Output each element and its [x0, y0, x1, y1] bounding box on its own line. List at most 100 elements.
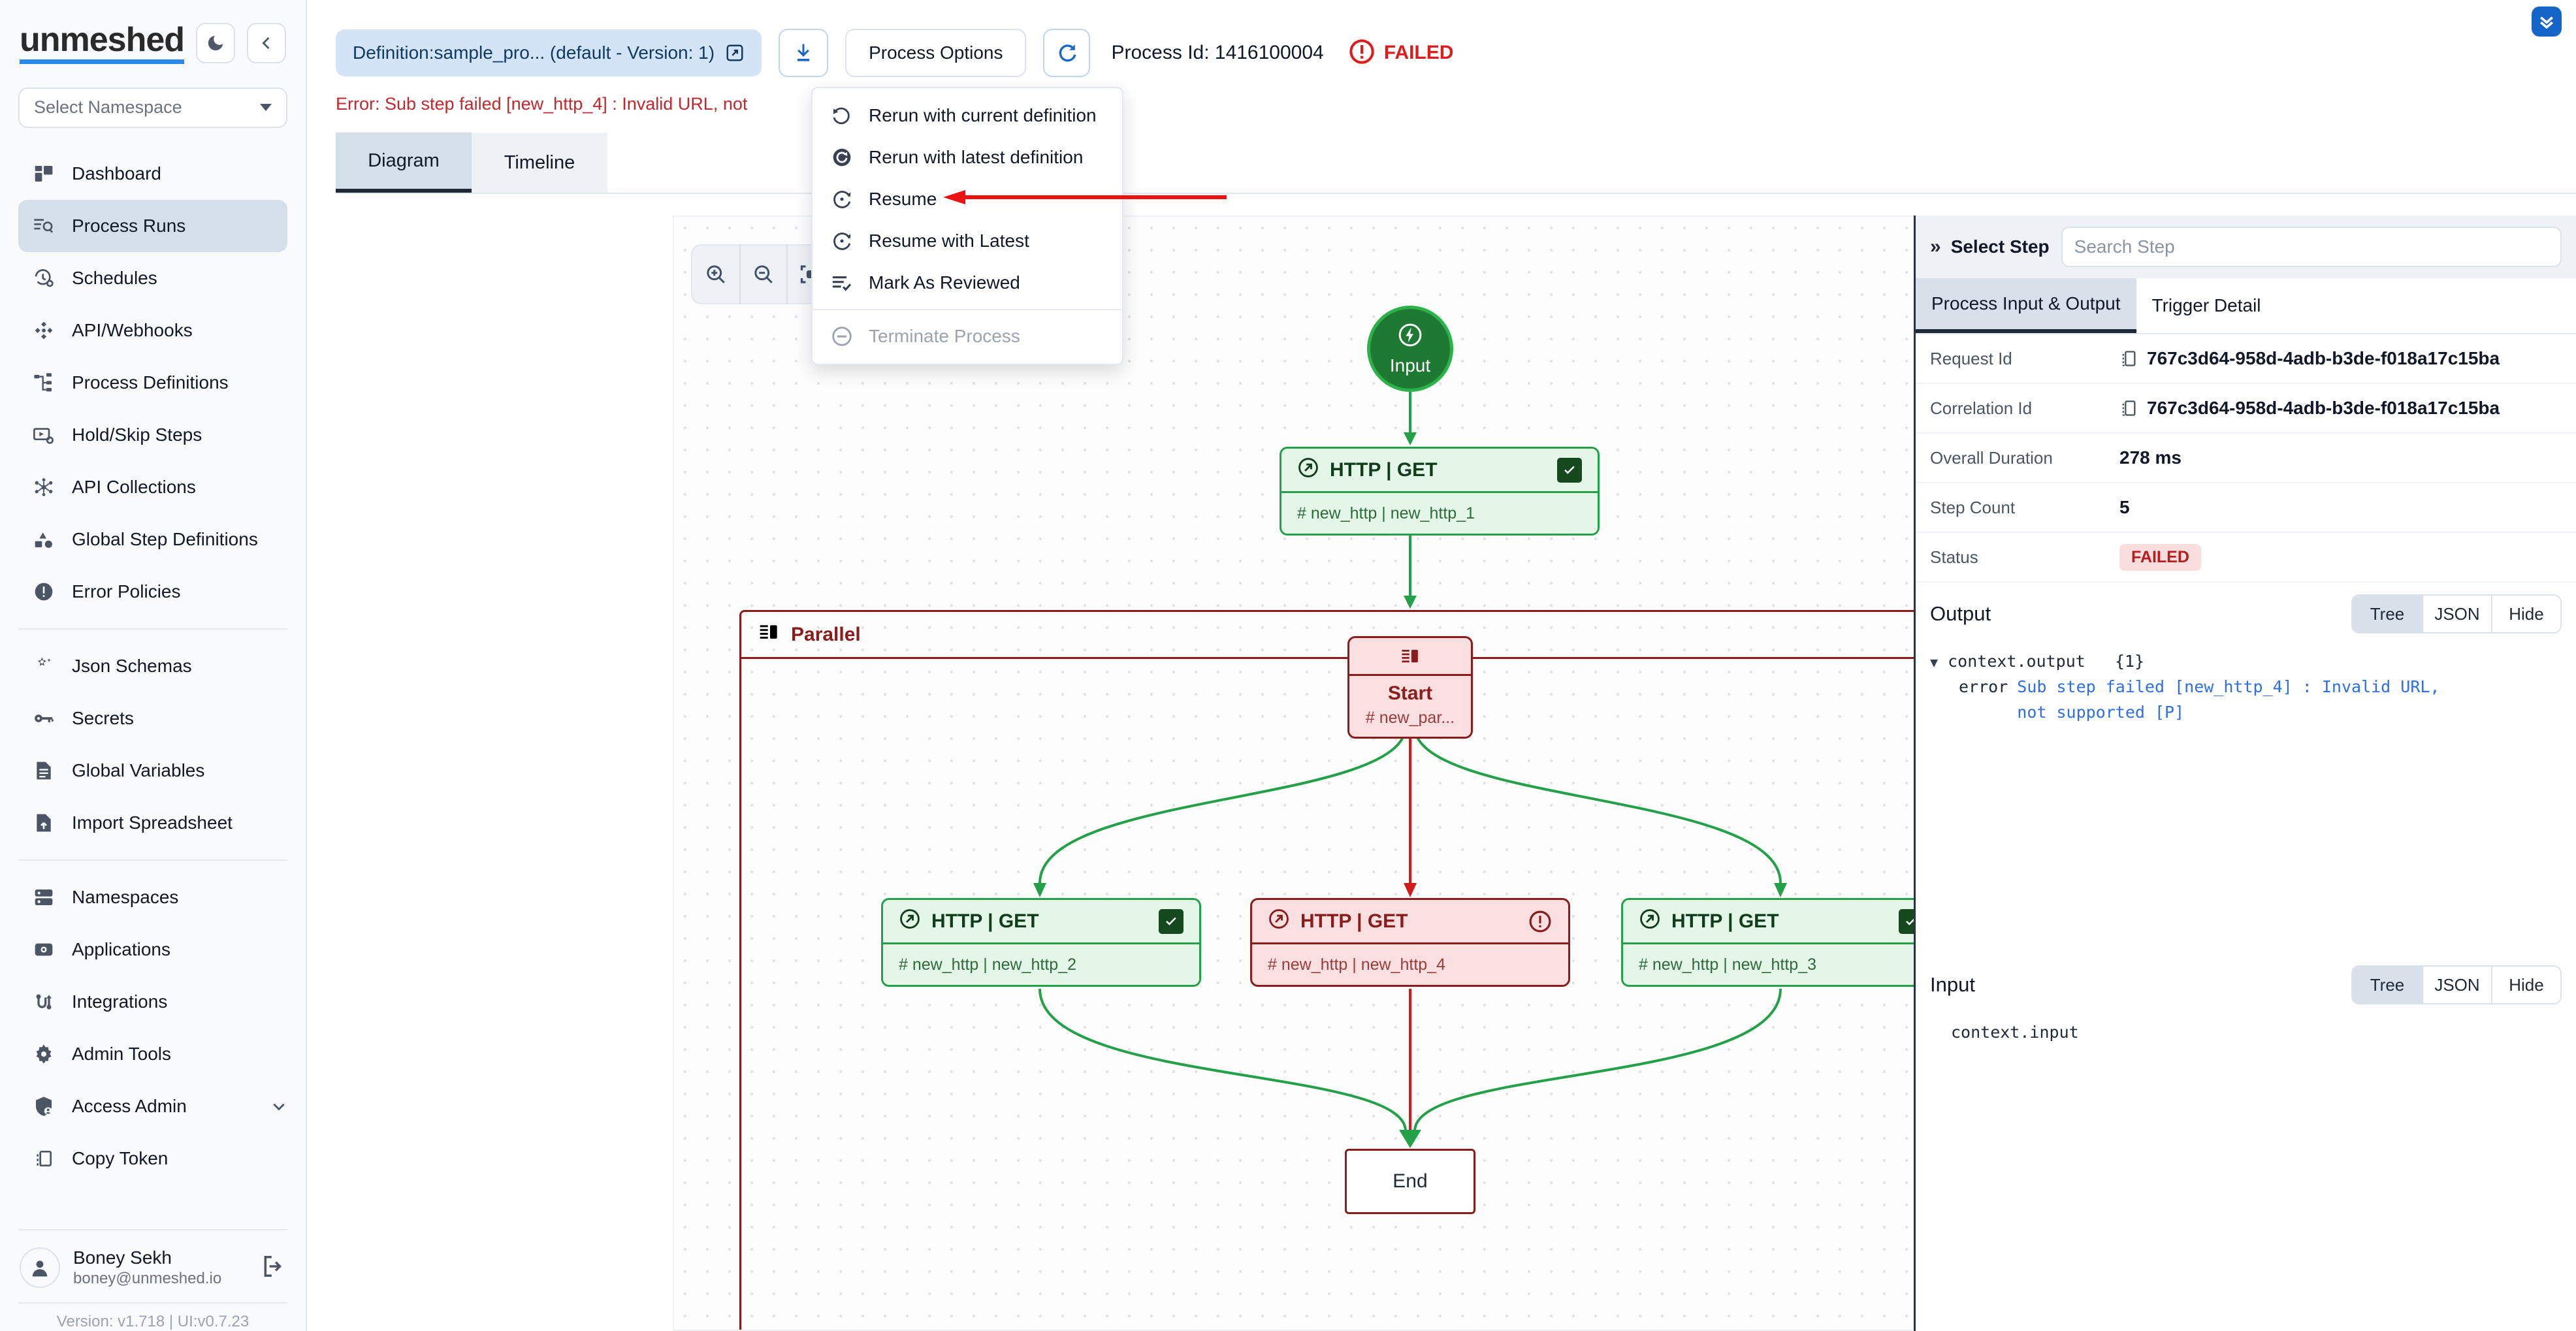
sidebar-nav: Dashboard Process Runs Schedules API/Web… — [0, 148, 306, 1185]
node-title: HTTP | GET — [1300, 910, 1408, 932]
moon-icon[interactable] — [196, 22, 236, 63]
zoom-out-icon[interactable] — [739, 244, 786, 304]
menu-item-rerun-latest[interactable]: Rerun with latest definition — [813, 136, 1122, 178]
sidebar-item-access-admin[interactable]: Access Admin — [18, 1080, 287, 1132]
error-policies-icon — [33, 581, 55, 603]
field-overall-duration: Overall Duration 278 ms — [1916, 434, 2576, 483]
sidebar-item-global-step-definitions[interactable]: Global Step Definitions — [18, 513, 287, 566]
input-root-key: context.input — [1951, 1023, 2079, 1042]
user-profile[interactable]: Boney Sekh boney@unmeshed.io — [0, 1230, 306, 1294]
node-title: HTTP | GET — [931, 910, 1039, 932]
status-badge: FAILED — [1349, 39, 1453, 68]
sidebar-item-api-collections[interactable]: API Collections — [18, 461, 287, 513]
avatar — [20, 1247, 60, 1288]
namespace-select[interactable]: Select Namespace — [18, 87, 287, 128]
field-value: 5 — [2119, 497, 2130, 517]
sidebar-label: Secrets — [72, 707, 134, 728]
parallel-label: Parallel — [791, 623, 861, 645]
open-external-icon[interactable] — [725, 43, 745, 63]
history-icon — [831, 188, 853, 210]
sidebar-label: Json Schemas — [72, 655, 192, 676]
input-title: Input — [1930, 973, 1975, 997]
sidebar-item-admin-tools[interactable]: Admin Tools — [18, 1028, 287, 1080]
process-options-button[interactable]: Process Options — [845, 29, 1027, 77]
menu-item-resume[interactable]: Resume — [813, 178, 1122, 220]
sidebar-item-import-spreadsheet[interactable]: Import Spreadsheet — [18, 797, 287, 849]
sidebar-label: Error Policies — [72, 581, 181, 601]
right-panel-tabs: Process Input & Output Trigger Detail — [1916, 278, 2576, 334]
diagram-node-http-4[interactable]: HTTP | GET # new_http | new_http_4 — [1250, 898, 1570, 987]
divider — [18, 1302, 287, 1304]
sidebar-item-process-runs[interactable]: Process Runs — [18, 199, 287, 252]
output-mode-json[interactable]: JSON — [2422, 596, 2491, 632]
copy-icon — [33, 1147, 55, 1170]
hold-skip-icon — [33, 424, 55, 446]
tab-process-input-output[interactable]: Process Input & Output — [1916, 278, 2136, 333]
sidebar-item-process-definitions[interactable]: Process Definitions — [18, 357, 287, 409]
tab-trigger-detail[interactable]: Trigger Detail — [2151, 295, 2261, 315]
sidebar-item-applications[interactable]: Applications — [18, 923, 287, 976]
right-panel-header: » Select Step Search Step — [1916, 216, 2576, 278]
sidebar-item-dashboard[interactable]: Dashboard — [18, 148, 287, 200]
sidebar-item-json-schemas[interactable]: Json Schemas — [18, 640, 287, 692]
copy-icon[interactable] — [2119, 398, 2138, 418]
gear-icon — [33, 1043, 55, 1065]
diagram-node-start[interactable]: Start # new_par... — [1347, 636, 1473, 739]
sidebar-label: Process Definitions — [72, 372, 229, 393]
diagram-node-input[interactable]: Input — [1367, 306, 1453, 392]
input-mode-json[interactable]: JSON — [2422, 967, 2491, 1004]
field-status: Status FAILED — [1916, 533, 2576, 583]
dashboard-icon — [33, 163, 55, 185]
definition-chip[interactable]: Definition:sample_pro... (default - Vers… — [336, 29, 762, 76]
input-section-header: Input Tree JSON Hide — [1916, 954, 2576, 1014]
zoom-in-icon[interactable] — [692, 244, 739, 304]
node-subtitle: # new_http | new_http_4 — [1268, 955, 1445, 974]
double-chevron-down-icon[interactable] — [2532, 7, 2562, 37]
sidebar-item-namespaces[interactable]: Namespaces — [18, 871, 287, 923]
process-definitions-icon — [33, 372, 55, 394]
output-mode-tree[interactable]: Tree — [2353, 596, 2422, 632]
menu-item-label: Rerun with latest definition — [869, 147, 1084, 167]
output-error-value: Sub step failed [new_http_4] : Invalid U… — [2017, 677, 2440, 722]
diagram-node-http-3[interactable]: HTTP | GET # new_http | new_http_3 — [1621, 898, 1941, 987]
output-tree[interactable]: ▼ context.output {1} error Sub step fail… — [1916, 643, 2576, 725]
menu-item-resume-with-latest[interactable]: Resume with Latest — [813, 220, 1122, 262]
field-label: Step Count — [1930, 497, 2016, 517]
sidebar-item-api-webhooks[interactable]: API/Webhooks — [18, 304, 287, 357]
sidebar-item-integrations[interactable]: Integrations — [18, 976, 287, 1028]
sidebar-item-hold-skip-steps[interactable]: Hold/Skip Steps — [18, 409, 287, 461]
applications-icon — [33, 938, 55, 961]
logout-icon[interactable] — [261, 1254, 286, 1282]
field-value: 767c3d64-958d-4adb-b3de-f018a17c15ba — [2147, 398, 2500, 418]
output-mode-hide[interactable]: Hide — [2491, 596, 2560, 632]
input-mode-hide[interactable]: Hide — [2491, 967, 2560, 1004]
diagram-node-http-1[interactable]: HTTP | GET # new_http | new_http_1 — [1280, 447, 1600, 536]
search-step-input[interactable]: Search Step — [2061, 227, 2562, 267]
chevron-left-icon[interactable] — [247, 22, 286, 63]
tab-timeline[interactable]: Timeline — [472, 133, 607, 193]
sidebar-item-schedules[interactable]: Schedules — [18, 252, 287, 304]
node-label: End — [1393, 1170, 1428, 1192]
sidebar-item-error-policies[interactable]: Error Policies — [18, 566, 287, 618]
sidebar-label: API/Webhooks — [72, 319, 193, 340]
double-chevron-right-icon[interactable]: » — [1930, 236, 1941, 257]
download-button[interactable] — [779, 29, 829, 77]
diagram-node-end[interactable]: End — [1345, 1149, 1475, 1214]
process-options-label: Process Options — [869, 42, 1003, 63]
copy-icon[interactable] — [2119, 349, 2138, 368]
integrations-icon — [33, 991, 55, 1013]
menu-item-rerun-current[interactable]: Rerun with current definition — [813, 95, 1122, 136]
input-tree[interactable]: context.input — [1916, 1014, 2576, 1046]
refresh-button[interactable] — [1043, 29, 1091, 77]
menu-item-mark-as-reviewed[interactable]: Mark As Reviewed — [813, 262, 1122, 304]
menu-item-label: Resume with Latest — [869, 231, 1029, 251]
diagram-node-http-2[interactable]: HTTP | GET # new_http | new_http_2 — [881, 898, 1201, 987]
tab-diagram[interactable]: Diagram — [336, 133, 472, 193]
input-mode-tree[interactable]: Tree — [2353, 967, 2422, 1004]
node-header: HTTP | GET — [883, 900, 1199, 944]
collapse-triangle-icon[interactable]: ▼ — [1930, 654, 1939, 670]
sidebar-item-global-variables[interactable]: Global Variables — [18, 745, 287, 797]
sidebar-item-secrets[interactable]: Secrets — [18, 692, 287, 745]
process-id: Process Id: 1416100004 — [1111, 42, 1324, 63]
sidebar-item-copy-token[interactable]: Copy Token — [18, 1132, 287, 1185]
